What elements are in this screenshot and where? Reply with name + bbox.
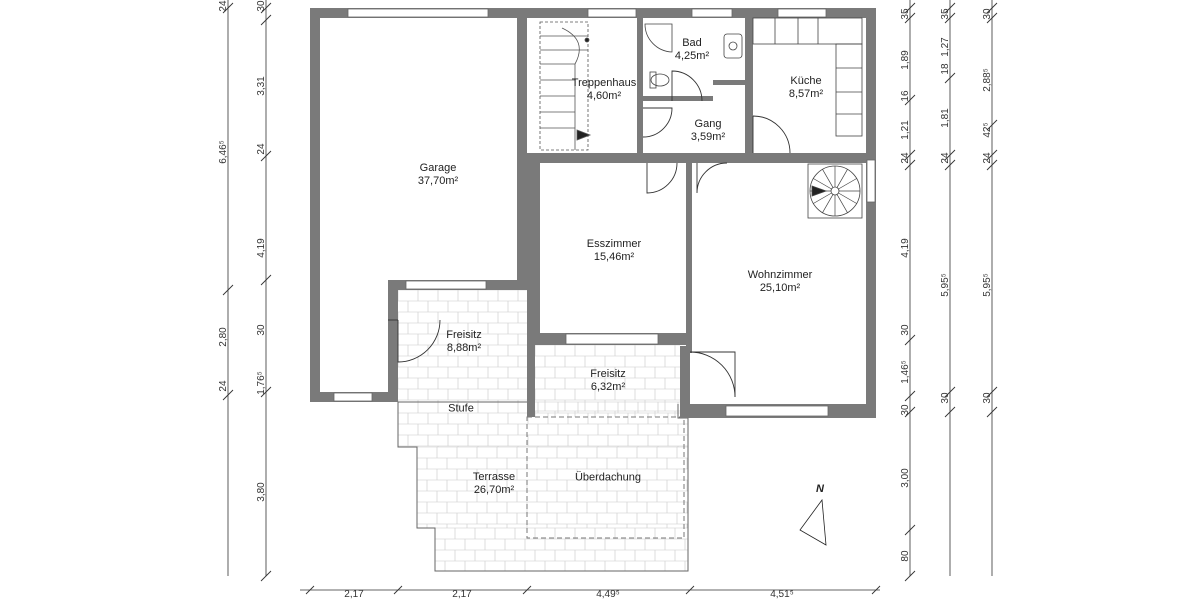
room-area: 4,60m² <box>586 90 622 102</box>
dim-right-c-6: 30 <box>982 392 993 404</box>
dim-right-a-11: 80 <box>900 550 911 562</box>
north-label: N <box>816 483 824 495</box>
dim-right-b-3: 18 <box>940 63 951 75</box>
room-area: 26,70m² <box>473 484 515 496</box>
dimension-lines <box>222 0 998 595</box>
dim-right-a-2: 1,89 <box>900 50 911 70</box>
dim-bottom-3: 4,49⁵ <box>596 589 620 600</box>
dim-right-a-1: 35 <box>900 8 911 20</box>
roof-cover-outline <box>526 416 685 539</box>
room-area: 3,59m² <box>690 131 726 143</box>
dim-left-outer-1: 24 <box>218 0 229 12</box>
room-area: 8,88m² <box>446 342 482 354</box>
room-treppenhaus: Treppenhaus 4,60m² <box>572 77 636 103</box>
dim-bottom-2: 2,17 <box>452 589 472 600</box>
room-wohnzimmer: Wohnzimmer 25,10m² <box>748 269 813 295</box>
room-name: Wohnzimmer <box>747 269 813 281</box>
dim-right-c-5: 5,95⁵ <box>982 273 993 297</box>
room-name: Esszimmer <box>586 238 642 250</box>
dim-right-a-9: 30 <box>900 404 911 416</box>
room-garage: Garage 37,70m² <box>418 162 458 188</box>
room-area: 15,46m² <box>593 251 635 263</box>
room-name: Freisitz <box>590 368 626 380</box>
dim-right-a-4: 1,21 <box>900 120 911 140</box>
dim-right-b-1: 35 <box>940 8 951 20</box>
dim-left-inner-3: 24 <box>256 143 267 155</box>
north-arrow <box>799 498 827 546</box>
dim-right-b-6: 5,95⁵ <box>940 273 951 297</box>
dim-bottom-1: 2,17 <box>344 589 364 600</box>
room-area: 25,10m² <box>759 282 801 294</box>
dim-right-a-5: 24 <box>900 152 911 164</box>
dim-right-b-2: 1,27 <box>940 37 951 57</box>
dim-right-b-4: 1,81 <box>940 108 951 128</box>
room-gang: Gang 3,59m² <box>691 118 725 144</box>
room-area: 6,32m² <box>590 381 626 393</box>
room-area: 8,57m² <box>788 88 824 100</box>
dim-right-a-6: 4,19 <box>900 238 911 258</box>
label-ueberdachung: Überdachung <box>574 471 642 484</box>
room-name: Küche <box>790 75 822 87</box>
doors <box>388 70 791 398</box>
dim-right-c-3: 42⁵ <box>982 122 993 138</box>
dim-right-a-7: 30 <box>900 324 911 336</box>
room-area: 37,70m² <box>417 175 459 187</box>
room-esszimmer: Esszimmer 15,46m² <box>587 238 641 264</box>
dim-left-inner-1: 30 <box>256 0 267 12</box>
dim-left-inner-2: 3,31 <box>256 76 267 96</box>
room-terrasse: Terrasse 26,70m² <box>473 471 515 497</box>
dim-bottom-4: 4,51⁵ <box>770 589 794 600</box>
bath-fixtures <box>644 23 743 89</box>
kitchen-counter <box>752 17 863 137</box>
room-name: Terrasse <box>472 471 516 483</box>
room-freisitz-links: Freisitz 8,88m² <box>446 329 481 355</box>
dim-left-inner-4: 4,19 <box>256 238 267 258</box>
dim-right-b-7: 30 <box>940 392 951 404</box>
dim-left-inner-5: 30 <box>256 324 267 336</box>
dim-left-inner-7: 1,76⁵ <box>256 371 267 395</box>
terrace-outline <box>397 402 689 572</box>
dim-right-c-1: 30 <box>982 8 993 20</box>
room-name: Bad <box>682 37 702 49</box>
room-bad: Bad 4,25m² <box>675 37 709 63</box>
room-kueche: Küche 8,57m² <box>789 75 823 101</box>
dim-left-inner-8: 24 <box>218 380 229 392</box>
dim-left-inner-6: 2,80 <box>218 327 229 347</box>
label-stufe: Stufe <box>448 402 474 415</box>
dim-right-a-8: 1,46⁵ <box>900 360 911 384</box>
windows <box>333 8 876 417</box>
dim-right-a-10: 3,00 <box>900 468 911 488</box>
staircase <box>539 21 592 151</box>
room-name: Gang <box>694 118 722 130</box>
room-name: Treppenhaus <box>571 77 637 89</box>
walls <box>310 8 876 418</box>
dim-right-b-5: 24 <box>940 152 951 164</box>
room-area: 4,25m² <box>674 50 710 62</box>
terrace-paving <box>397 289 689 571</box>
spiral-staircase <box>807 163 863 219</box>
dim-right-c-2: 2,88⁵ <box>982 68 993 92</box>
room-name: Freisitz <box>446 329 482 341</box>
dim-left-outer-2: 6,46⁵ <box>218 140 229 164</box>
dim-right-a-3: 16 <box>900 90 911 102</box>
dim-left-inner-9: 3,80 <box>256 482 267 502</box>
room-name: Garage <box>419 162 457 174</box>
room-freisitz-mitte: Freisitz 6,32m² <box>590 368 625 394</box>
dim-right-c-4: 24 <box>982 152 993 164</box>
